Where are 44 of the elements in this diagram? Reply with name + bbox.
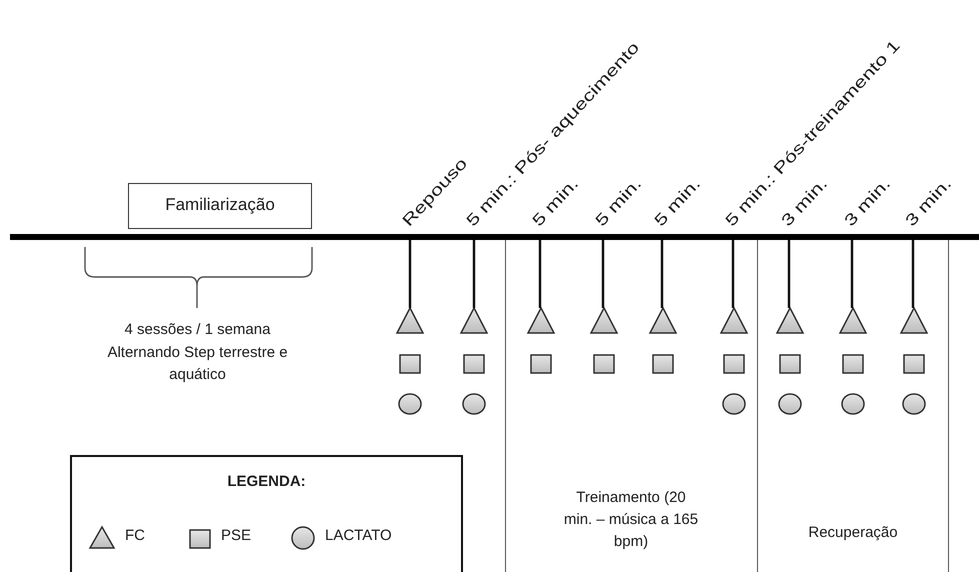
- tick-line: [660, 240, 664, 308]
- triangle-marker: [526, 306, 556, 336]
- circle-marker: [461, 392, 487, 416]
- square-marker: [529, 353, 553, 375]
- phase-label: Recuperação: [807, 523, 899, 543]
- phase-box: [128, 183, 312, 229]
- phase-label: Treinamento (20 min. – música a 165 bpm): [562, 488, 700, 552]
- legend-box: [70, 455, 463, 572]
- square-marker: [462, 353, 486, 375]
- square-marker: [592, 353, 616, 375]
- square-marker: [651, 353, 675, 375]
- phase-note: 4 sessões / 1 semana Alternando Step terrestre e aquático: [106, 320, 289, 385]
- circle-marker: [397, 392, 423, 416]
- square-marker: [722, 353, 746, 375]
- tick-line: [912, 240, 914, 308]
- square-marker: [902, 353, 926, 375]
- circle-marker: [901, 392, 927, 416]
- tick-line: [538, 240, 542, 308]
- timeline-bar: [10, 234, 979, 240]
- square-marker: [778, 353, 802, 375]
- triangle-marker: [719, 306, 749, 336]
- triangle-marker: [459, 306, 489, 336]
- triangle-marker: [589, 306, 619, 336]
- tick-line: [850, 240, 854, 308]
- tick-line: [472, 240, 476, 308]
- tick-line: [732, 240, 734, 308]
- legend-label: LACTATO: [325, 527, 392, 544]
- triangle-marker: [838, 306, 868, 336]
- circle-marker: [840, 392, 866, 416]
- triangle-marker: [648, 306, 678, 336]
- square-marker: [398, 353, 422, 375]
- triangle-marker: [395, 306, 425, 336]
- legend-label: FC: [125, 527, 145, 544]
- tick-line: [602, 240, 604, 308]
- tick-line: [788, 240, 790, 308]
- legend-label: PSE: [221, 527, 252, 544]
- phase-title: Familiarização: [164, 195, 276, 215]
- square-marker: [841, 353, 865, 375]
- triangle-marker: [775, 306, 805, 336]
- circle-marker: [721, 392, 747, 416]
- tick-line: [408, 240, 412, 308]
- legend-title: LEGENDA:: [226, 473, 307, 490]
- triangle-marker: [899, 306, 929, 336]
- circle-marker: [777, 392, 803, 416]
